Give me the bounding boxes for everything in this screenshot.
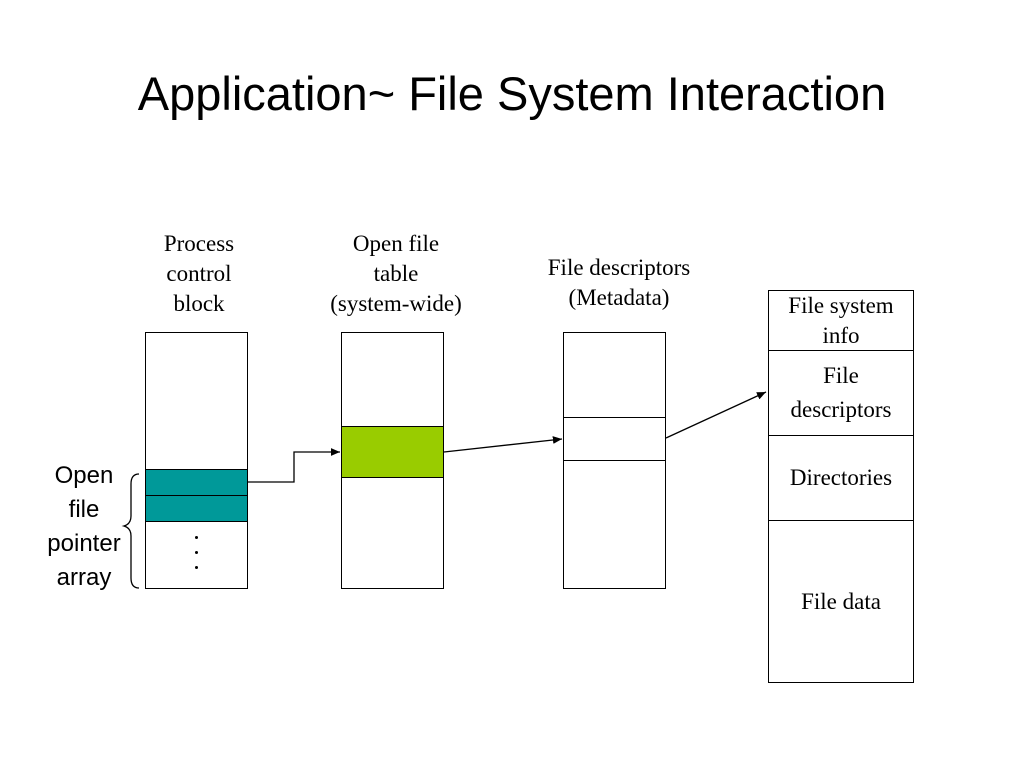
slide-title: Application~ File System Interaction [137,67,887,120]
section-text: descriptors [790,397,892,422]
file-descriptors-label-line: File descriptors [547,255,691,280]
brace-icon [121,473,140,589]
section-text: Directories [789,465,893,490]
brace-label-line: pointer [47,530,121,557]
ellipsis-dot [195,566,198,569]
pointer-entry-2[interactable] [144,494,248,522]
file-descriptor-entry[interactable] [562,417,666,461]
arrow-pointer-to-open-file [248,448,340,483]
file-descriptors-label-line: (Metadata) [568,285,670,310]
disk-section-directories: Directories [769,436,913,521]
brace-label-line: array [56,564,112,591]
ellipsis-dot [195,536,198,539]
arrow-open-file-to-descriptor [443,436,563,453]
pcb-label-line: block [173,291,225,316]
section-text: File system [788,292,894,318]
section-text: File data [801,589,881,614]
pcb-label: Process control block [130,229,268,319]
open-file-table-label-line: Open file [352,231,440,256]
open-file-table-label: Open file table (system-wide) [306,229,486,319]
file-descriptors-label: File descriptors (Metadata) [514,253,724,313]
disk-section-file-descriptors: File descriptors [769,351,913,436]
open-file-table-label-line: (system-wide) [330,291,462,316]
brace-label-line: Open [54,462,114,489]
section-text: File [823,363,859,388]
file-descriptors-box [562,332,666,589]
open-file-table-label-line: table [373,261,419,286]
pcb-label-line: Process [163,231,235,256]
open-file-table-box [340,332,444,589]
pointer-entry-1[interactable] [144,469,248,496]
brace-label-line: file [68,496,100,523]
open-file-entry[interactable] [340,426,444,478]
pcb-label-line: control [166,261,232,286]
section-text: info [822,322,860,348]
disk-layout-box: File system info File descriptors Director… [768,290,914,683]
disk-section-file-data: File data [769,521,913,683]
open-file-pointer-array-label: Open file pointer array [36,459,132,595]
disk-section-fs-info: File system info [769,291,913,351]
pcb-box [144,332,248,589]
ellipsis-dot [195,551,198,554]
arrow-descriptor-to-disk [665,391,767,439]
